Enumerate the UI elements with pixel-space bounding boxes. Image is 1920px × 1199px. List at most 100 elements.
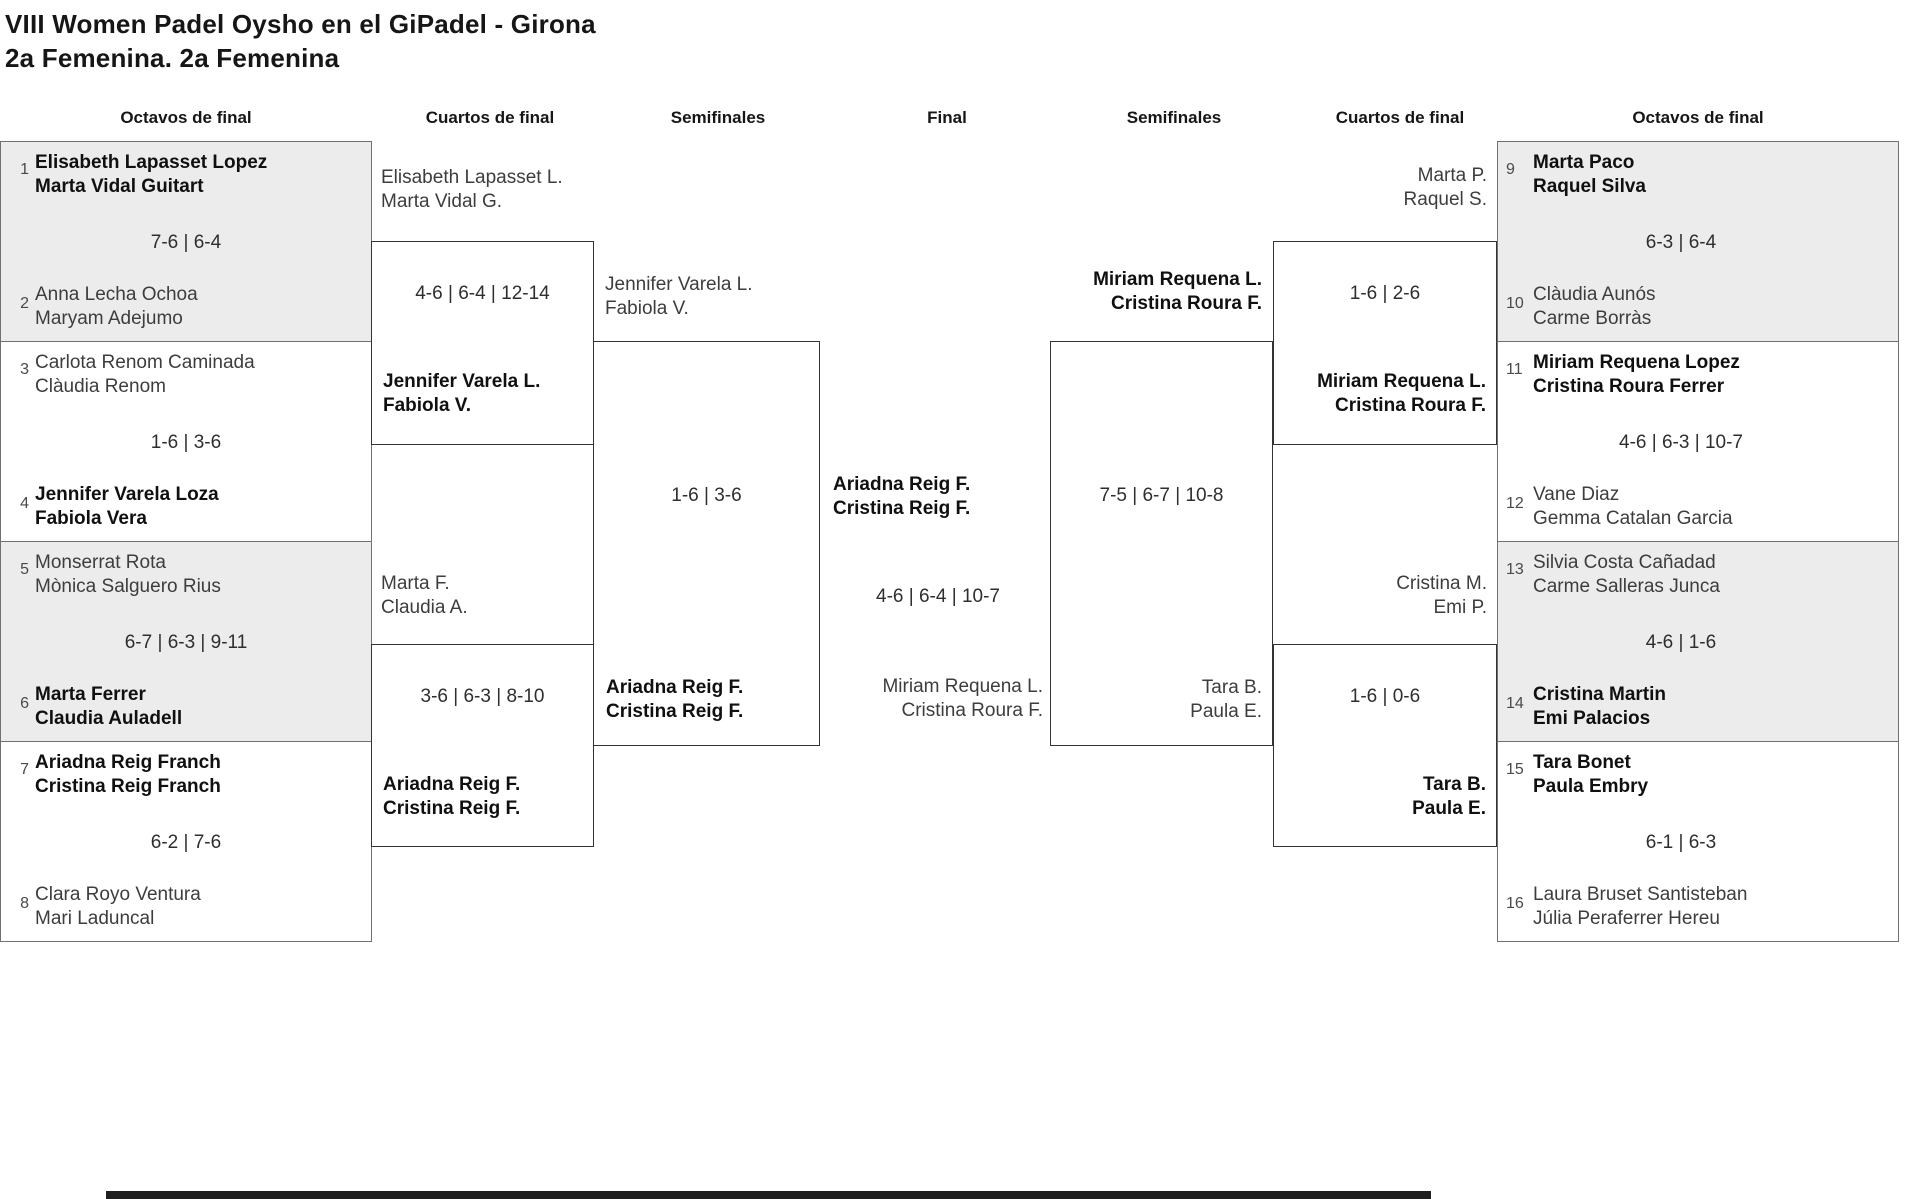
player-line: Cristina Reig F. xyxy=(833,498,971,519)
player-line: Clara Royo Ventura xyxy=(35,884,201,905)
player-line: Carme Borràs xyxy=(1533,308,1652,329)
cuartos-left-match-2: 3-6 | 6-3 | 8-10 Ariadna Reig F. Cristin… xyxy=(371,644,594,847)
player-line: Júlia Peraferrer Hereu xyxy=(1533,908,1720,929)
match-score: 1-6 | 0-6 xyxy=(1349,686,1421,707)
team-names: Monserrat Rota Mònica Salguero Rius xyxy=(35,551,221,599)
player-line: Paula E. xyxy=(1412,798,1486,819)
player-line: Cristina Roura F. xyxy=(901,700,1044,721)
match-score: 1-6 | 3-6 xyxy=(671,485,742,506)
player-line: Monserrat Rota xyxy=(35,552,166,573)
player-line: Elisabeth Lapasset L. xyxy=(381,167,563,188)
match-score: 6-1 | 6-3 xyxy=(1645,832,1717,853)
round-header-octavos-left: Octavos de final xyxy=(120,108,252,127)
player-line: Laura Bruset Santisteban xyxy=(1533,884,1748,905)
player-line: Ariadna Reig F. xyxy=(606,677,744,698)
player-line: Marta F. xyxy=(381,573,450,594)
round-header-semis-left: Semifinales xyxy=(670,108,766,127)
player-line: Clàudia Aunós xyxy=(1533,284,1656,305)
team-names: Clàudia Aunós Carme Borràs xyxy=(1533,283,1656,331)
team-names: Vane Diaz Gemma Catalan Garcia xyxy=(1533,483,1733,531)
seed-number: 5 xyxy=(20,561,29,578)
player-line: Maryam Adejumo xyxy=(35,308,183,329)
team-names: Marta Ferrer Claudia Auladell xyxy=(35,683,182,731)
page-title-line2: 2a Femenina. 2a Femenina xyxy=(5,43,340,73)
semifinal-left-team-top: Jennifer Varela L. Fabiola V. xyxy=(605,273,753,321)
match-score: 6-2 | 7-6 xyxy=(150,832,222,853)
team-names: Silvia Costa Cañadad Carme Salleras Junc… xyxy=(1533,551,1720,599)
seed-number: 10 xyxy=(1506,295,1524,312)
seed-number: 1 xyxy=(20,161,29,178)
team-names: Miriam Requena Lopez Cristina Roura Ferr… xyxy=(1533,351,1740,399)
semifinal-left-match: 1-6 | 3-6 Ariadna Reig F. Cristina Reig … xyxy=(593,341,820,746)
match-score: 6-7 | 6-3 | 9-11 xyxy=(124,632,248,653)
team-names: Carlota Renom Caminada Clàudia Renom xyxy=(35,351,255,399)
player-line: Tara B. xyxy=(1422,774,1486,795)
match-score: 1-6 | 3-6 xyxy=(150,432,222,453)
player-line: Paula Embry xyxy=(1533,776,1649,797)
player-line: Raquel Silva xyxy=(1533,176,1646,197)
octavos-right-match-1: 9 Marta Paco Raquel Silva 6-3 | 6-4 10 C… xyxy=(1497,141,1899,342)
team-names: Tara Bonet Paula Embry xyxy=(1533,751,1648,799)
player-line: Elisabeth Lapasset Lopez xyxy=(35,152,268,173)
player-line: Marta Vidal G. xyxy=(381,191,503,212)
player-line: Fabiola V. xyxy=(605,298,689,319)
player-line: Jennifer Varela Loza xyxy=(35,484,219,505)
player-line: Anna Lecha Ochoa xyxy=(35,284,198,305)
seed-number: 8 xyxy=(20,895,29,912)
team-names: Elisabeth Lapasset Lopez Marta Vidal Gui… xyxy=(35,151,267,199)
seed-number: 7 xyxy=(20,761,29,778)
team-names: Anna Lecha Ochoa Maryam Adejumo xyxy=(35,283,198,331)
team-names: Tara B. Paula E. xyxy=(1286,773,1486,821)
cuartos-left-2-team-top: Marta F. Claudia A. xyxy=(381,572,468,620)
horizontal-scrollbar-thumb[interactable] xyxy=(106,1191,1431,1199)
match-score: 3-6 | 6-3 | 8-10 xyxy=(420,686,545,707)
team-names: Ariadna Reig F. Cristina Reig F. xyxy=(606,676,743,724)
team-names: Jennifer Varela L. Fabiola V. xyxy=(383,370,540,418)
cuartos-right-match-1: 1-6 | 2-6 Miriam Requena L. Cristina Rou… xyxy=(1273,241,1497,445)
seed-number: 3 xyxy=(20,361,29,378)
player-line: Miriam Requena Lopez xyxy=(1533,352,1740,373)
player-line: Clàudia Renom xyxy=(35,376,166,397)
final-team-top: Ariadna Reig F. Cristina Reig F. xyxy=(833,473,970,521)
player-line: Marta P. xyxy=(1417,165,1487,186)
player-line: Emi P. xyxy=(1433,597,1487,618)
seed-number: 16 xyxy=(1506,895,1524,912)
seed-number: 12 xyxy=(1506,495,1524,512)
player-line: Tara B. xyxy=(1201,677,1262,698)
round-header-cuartos-left: Cuartos de final xyxy=(425,108,555,127)
player-line: Carlota Renom Caminada xyxy=(35,352,255,373)
octavos-left-match-4: 7 Ariadna Reig Franch Cristina Reig Fran… xyxy=(0,741,372,942)
player-line: Fabiola Vera xyxy=(35,508,147,529)
page-title-line1: VIII Women Padel Oysho en el GiPadel - G… xyxy=(5,9,596,39)
player-line: Marta Paco xyxy=(1533,152,1635,173)
player-line: Cristina M. xyxy=(1396,573,1487,594)
player-line: Cristina Roura Ferrer xyxy=(1533,376,1725,397)
octavos-right-match-4: 15 Tara Bonet Paula Embry 6-1 | 6-3 16 L… xyxy=(1497,741,1899,942)
seed-number: 13 xyxy=(1506,561,1524,578)
team-names: Laura Bruset Santisteban Júlia Peraferre… xyxy=(1533,883,1747,931)
octavos-left-match-1: 1 Elisabeth Lapasset Lopez Marta Vidal G… xyxy=(0,141,372,342)
semifinal-right-match: 7-5 | 6-7 | 10-8 Tara B. Paula E. xyxy=(1050,341,1273,746)
player-line: Miriam Requena L. xyxy=(1317,371,1486,392)
octavos-right-match-3: 13 Silvia Costa Cañadad Carme Salleras J… xyxy=(1497,541,1899,742)
player-line: Miriam Requena L. xyxy=(1093,269,1262,290)
player-line: Silvia Costa Cañadad xyxy=(1533,552,1716,573)
round-header-final: Final xyxy=(927,108,967,127)
player-line: Cristina Roura F. xyxy=(1111,293,1262,314)
player-line: Fabiola V. xyxy=(383,395,471,416)
match-score: 4-6 | 1-6 xyxy=(1645,632,1717,653)
round-header-cuartos-right: Cuartos de final xyxy=(1335,108,1465,127)
player-line: Cristina Reig F. xyxy=(383,798,521,819)
player-line: Cristina Roura F. xyxy=(1335,395,1486,416)
match-score: 7-5 | 6-7 | 10-8 xyxy=(1099,485,1224,506)
team-names: Tara B. Paula E. xyxy=(1062,676,1262,724)
player-line: Ariadna Reig F. xyxy=(383,774,521,795)
player-line: Gemma Catalan Garcia xyxy=(1533,508,1733,529)
cuartos-right-match-2: 1-6 | 0-6 Tara B. Paula E. xyxy=(1273,644,1497,847)
cuartos-left-match-1: 4-6 | 6-4 | 12-14 Jennifer Varela L. Fab… xyxy=(371,241,594,445)
match-score: 6-3 | 6-4 xyxy=(1645,232,1717,253)
player-line: Emi Palacios xyxy=(1533,708,1651,729)
player-line: Mari Laduncal xyxy=(35,908,155,929)
player-line: Claudia A. xyxy=(381,597,468,618)
